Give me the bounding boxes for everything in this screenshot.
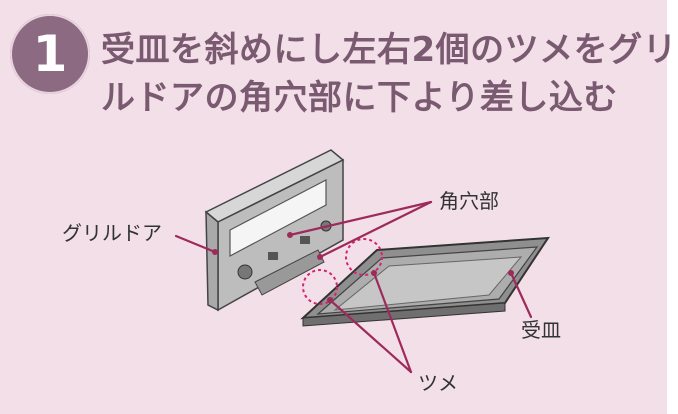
- step-title: 受皿を斜めにし左右2個のツメをグリ ルドアの角穴部に下より差し込む: [101, 26, 678, 122]
- callout-lines: [174, 200, 533, 374]
- tabs-label: ツメ: [418, 371, 458, 395]
- step-title-line-1: 受皿を斜めにし左右2個のツメをグリ: [101, 30, 678, 70]
- right-tab-highlight: [345, 238, 383, 276]
- tray-drawing: [300, 236, 550, 327]
- left-tab-highlight: [302, 269, 338, 305]
- step-title-line-2: ルドアの角穴部に下より差し込む: [101, 78, 618, 118]
- grill-door-label: グリルドア: [62, 221, 162, 245]
- callout-dots: [212, 232, 514, 303]
- tray-label: 受皿: [521, 318, 561, 342]
- step-number-badge: 1: [10, 14, 90, 94]
- square-hole-label: 角穴部: [439, 189, 499, 213]
- step-number: 1: [32, 25, 68, 83]
- grill-door-drawing: [204, 149, 345, 312]
